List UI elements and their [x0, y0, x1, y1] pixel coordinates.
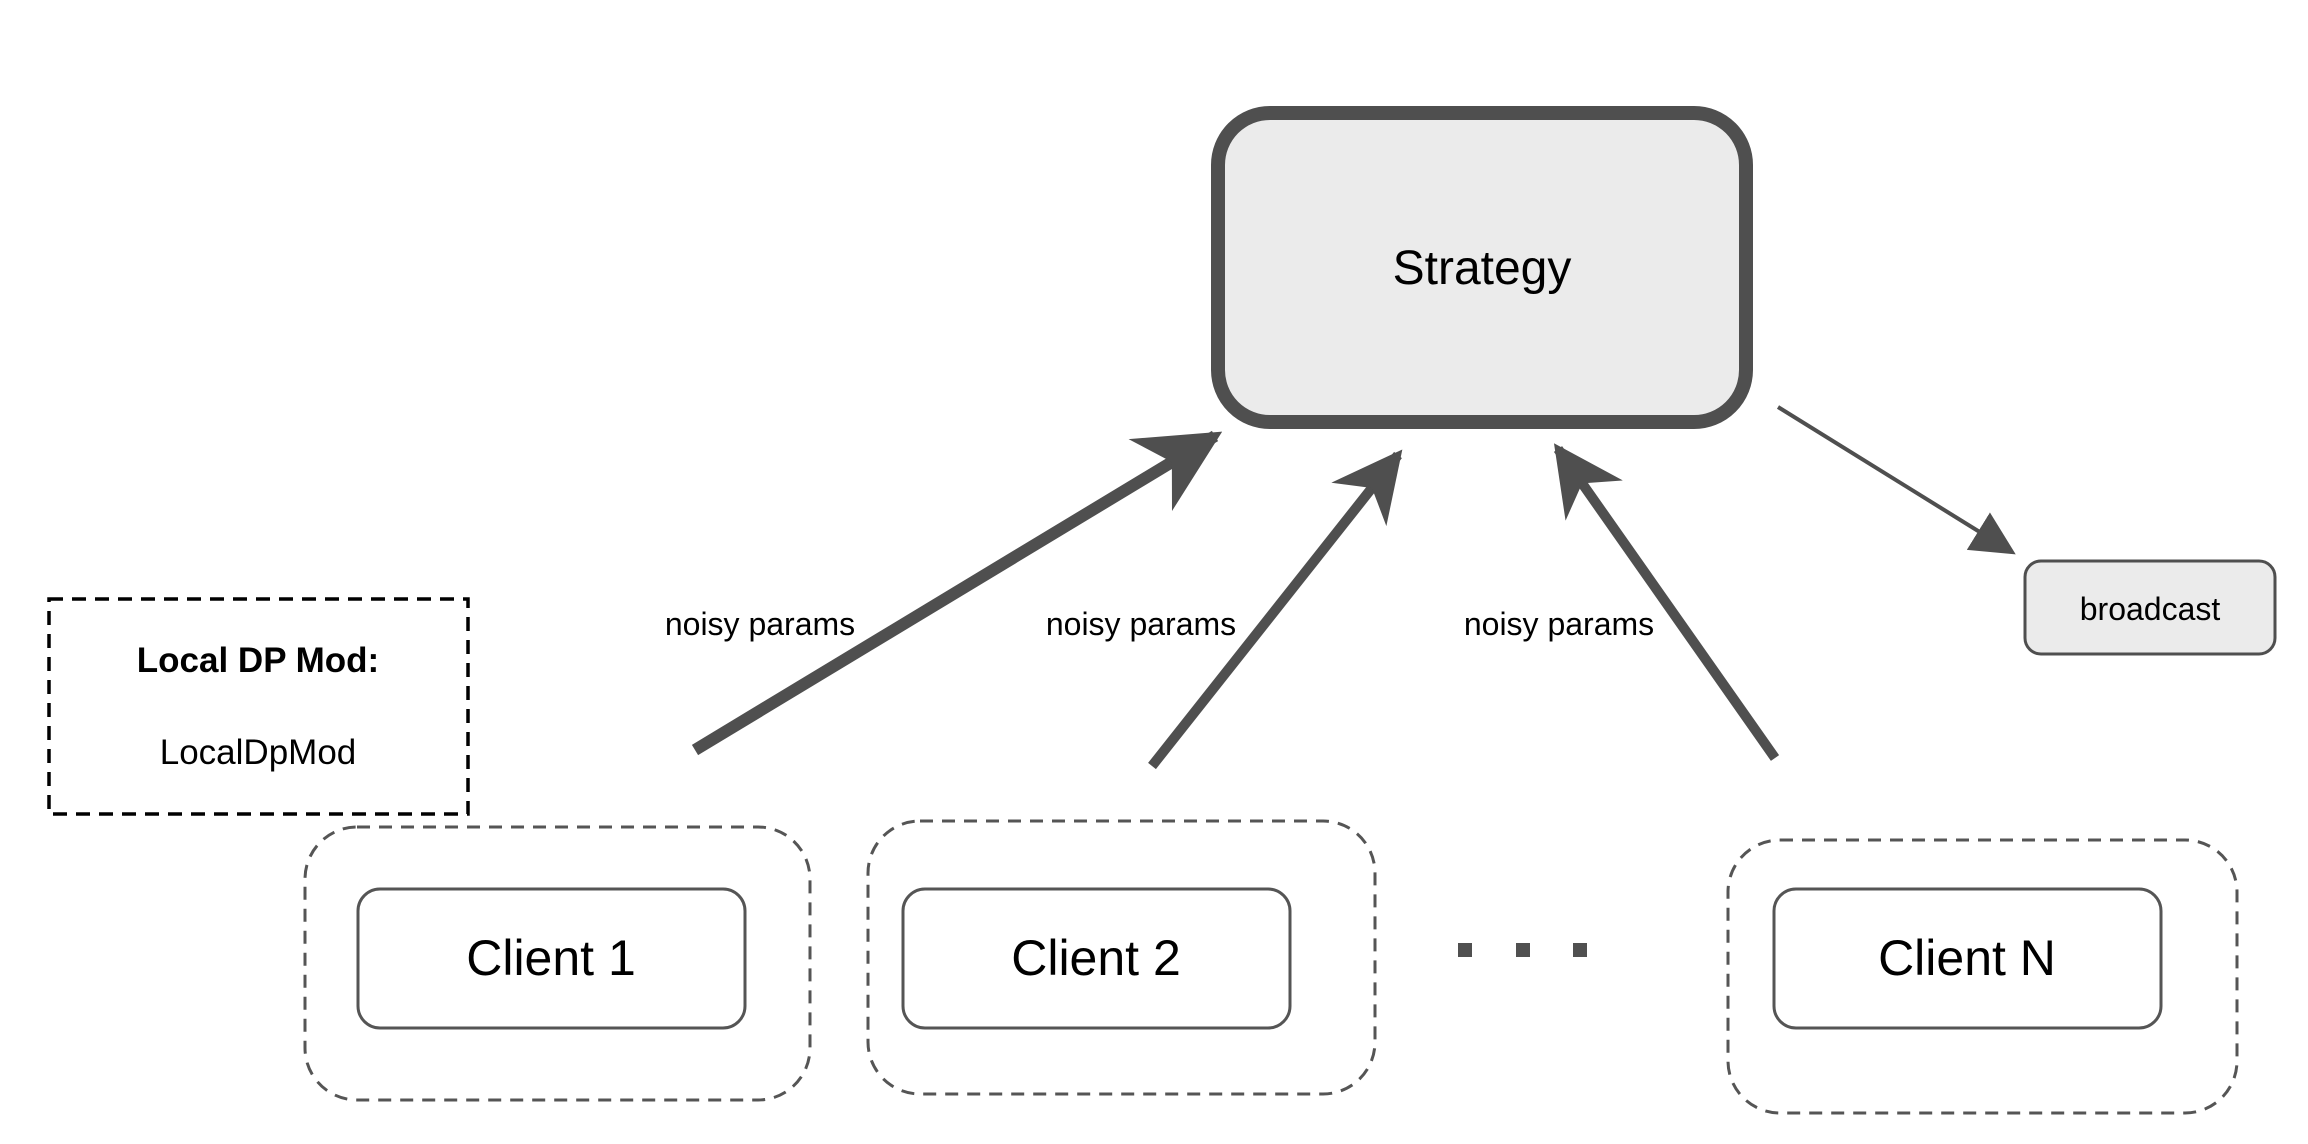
broadcast-node: broadcast	[2023, 559, 2277, 656]
client-2-box	[901, 887, 1292, 1030]
client-n-group: Client N	[1726, 838, 2239, 1115]
noisy-params-arrow-1	[691, 430, 1223, 756]
local-dp-mod-title: Local DP Mod:	[137, 641, 379, 680]
client-1-label: Client 1	[466, 930, 636, 986]
noisy-params-arrow-2	[1148, 449, 1403, 770]
broadcast-box	[2023, 559, 2277, 656]
client-1-container	[303, 825, 812, 1102]
local-dp-mod-box: Local DP Mod: LocalDpMod	[47, 597, 470, 816]
client-n-box	[1772, 887, 2163, 1030]
strategy-label: Strategy	[1393, 242, 1572, 295]
strategy-node: Strategy	[1211, 106, 1753, 429]
noisy-params-arrow-3	[1553, 443, 1780, 761]
broadcast-arrow	[1776, 405, 2016, 555]
client-2-group: Client 2	[866, 819, 1377, 1096]
client-2-container	[866, 819, 1377, 1096]
noisy-params-label-3: noisy params	[1464, 606, 1654, 642]
client-1-box	[356, 887, 747, 1030]
ellipsis-icon	[1458, 943, 1587, 957]
local-dp-mod-border	[47, 597, 470, 816]
noisy-params-label-1: noisy params	[665, 606, 855, 642]
noisy-params-label-2: noisy params	[1046, 606, 1236, 642]
broadcast-label: broadcast	[2080, 591, 2221, 627]
client-1-group: Client 1	[303, 825, 812, 1102]
client-n-container	[1726, 838, 2239, 1115]
client-2-label: Client 2	[1011, 930, 1181, 986]
strategy-box	[1211, 106, 1753, 429]
client-n-label: Client N	[1878, 930, 2056, 986]
local-dp-mod-name: LocalDpMod	[160, 733, 357, 772]
